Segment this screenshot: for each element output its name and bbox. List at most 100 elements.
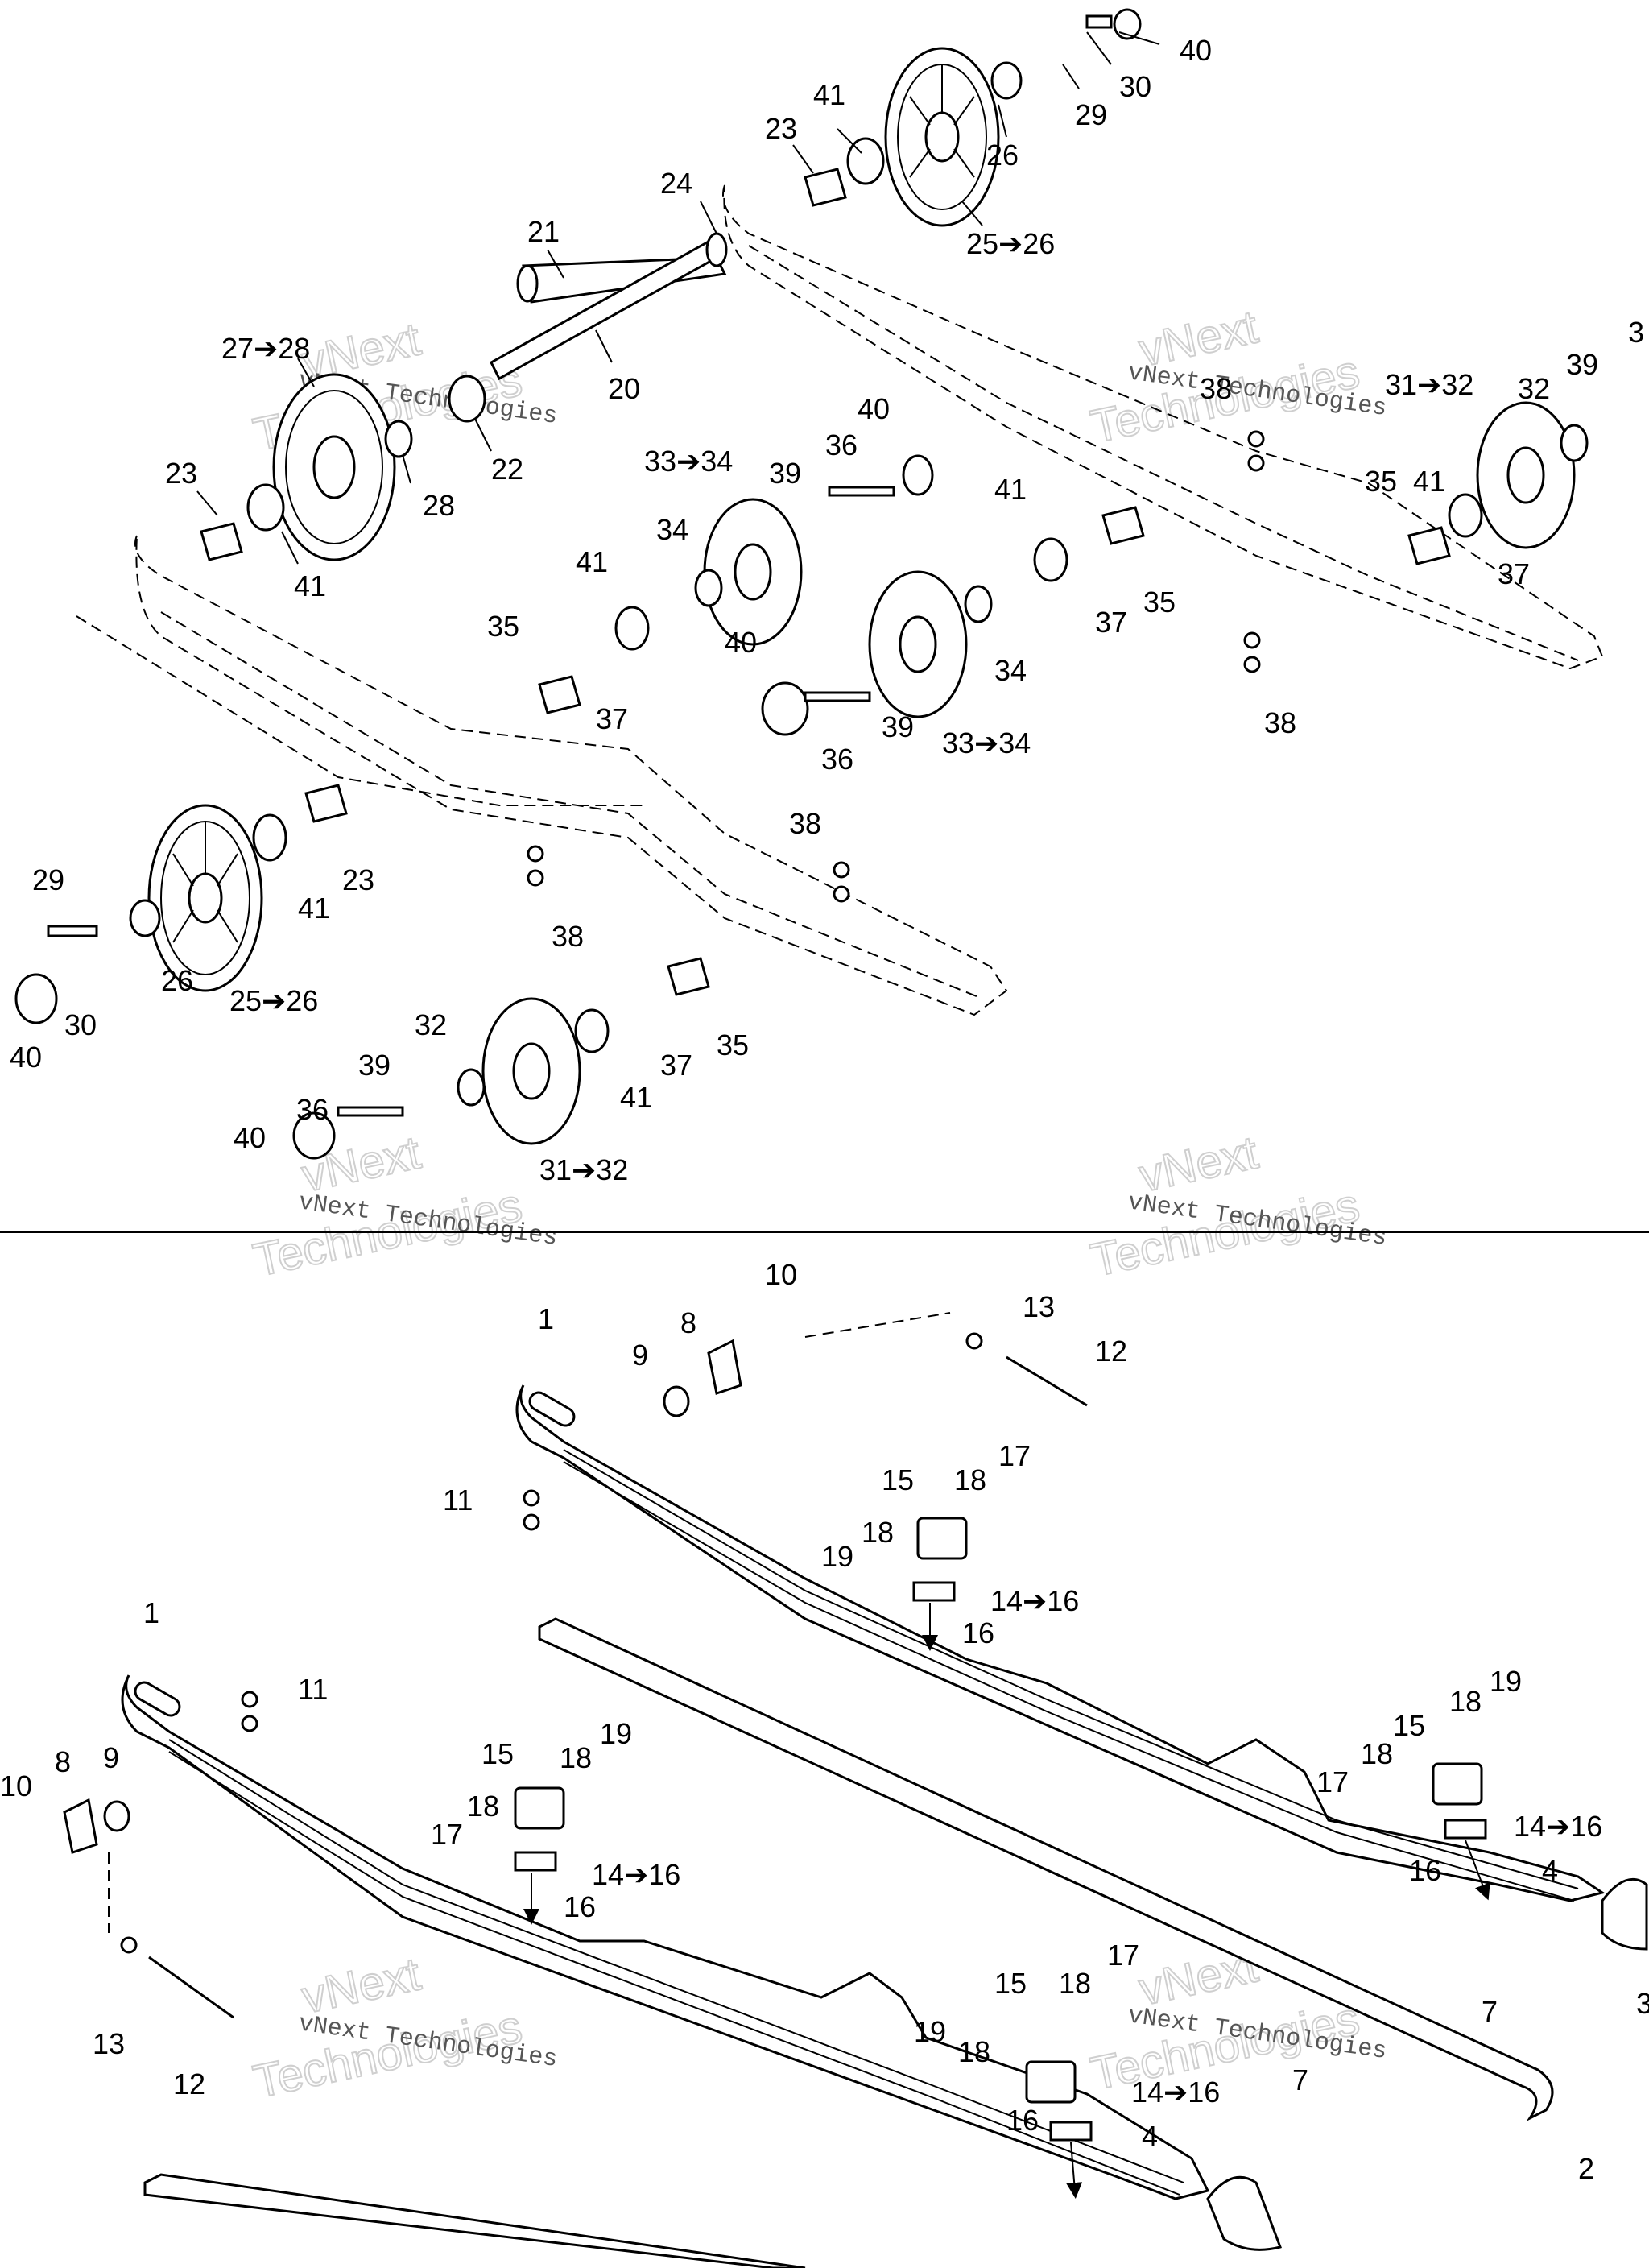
idler-wheels [481,401,1576,1145]
small-parts [14,8,1589,1160]
callout-18: 18 [560,1741,592,1774]
callout-10: 10 [765,1258,797,1291]
callout-18: 18 [1361,1737,1393,1770]
callout-12: 12 [1095,1335,1127,1368]
callout-39: 39 [882,710,914,743]
callout-33-34: 33➔34 [942,726,1031,759]
callout-16: 16 [564,1890,596,1923]
callout-32: 32 [1518,372,1550,405]
callout-3: 3 [1636,1987,1649,2020]
callout-21: 21 [527,215,560,248]
callout-7: 7 [1292,2063,1308,2096]
callout-18: 18 [954,1463,986,1496]
callout-24: 24 [660,167,692,200]
callout-14-16: 14➔16 [990,1584,1079,1617]
callout-3: 3 [1628,316,1644,349]
callout-36: 36 [825,428,858,461]
callout-9: 9 [103,1741,119,1774]
callout-40: 40 [725,626,757,659]
callout-35: 35 [487,610,519,643]
callout-15: 15 [994,1967,1027,2000]
callout-13: 13 [93,2027,125,2060]
callout-38: 38 [1264,706,1296,739]
watermark-brand: vNext [1134,1126,1263,1202]
wear-strips [143,1617,1554,2268]
wheel-bottom-left [147,804,263,992]
callout-37: 37 [1095,606,1127,639]
callout-19: 19 [1490,1665,1522,1698]
callouts-bottom: 10 13 12 1 8 9 11 15 18 17 18 19 14➔16 1… [0,1258,1649,2185]
callout-7: 7 [1482,1995,1498,2028]
right-rail-inner [748,245,1579,661]
callout-36: 36 [821,743,853,776]
callout-19: 19 [821,1540,853,1573]
callout-31-32: 31➔32 [1385,368,1473,401]
callout-35: 35 [1143,586,1176,619]
callout-34: 34 [656,513,688,546]
callout-23: 23 [765,112,797,145]
callout-41: 41 [1413,465,1445,498]
callout-41: 41 [620,1081,652,1114]
callout-37: 37 [596,702,628,735]
callout-41: 41 [994,473,1027,506]
callout-23: 23 [342,863,374,896]
right-rail-outline [722,184,1604,670]
callout-26: 26 [986,139,1019,172]
callout-40: 40 [858,392,890,425]
callout-18: 18 [958,2035,990,2068]
callout-16: 16 [1006,2104,1039,2137]
callout-36: 36 [296,1093,329,1126]
callout-41: 41 [576,545,608,578]
callout-20: 20 [608,372,640,405]
callout-35: 35 [717,1028,749,1062]
callout-39: 39 [358,1049,391,1082]
left-rail-inner [160,611,983,999]
callout-35: 35 [1365,465,1397,498]
callout-9: 9 [632,1339,648,1372]
callout-14-16: 14➔16 [1514,1810,1602,1843]
callout-15: 15 [882,1463,914,1496]
callout-40: 40 [1180,34,1212,67]
callout-18: 18 [467,1790,499,1823]
callout-17: 17 [998,1439,1031,1472]
callout-28: 28 [423,489,455,522]
shaft-21-end [516,264,539,303]
bottom-rail-lower [121,1674,1210,2200]
callout-39: 39 [1566,348,1598,381]
callout-37: 37 [660,1049,692,1082]
callout-38: 38 [789,807,821,840]
callout-18: 18 [1059,1967,1091,2000]
callout-17: 17 [1316,1765,1349,1798]
callout-41: 41 [294,569,326,602]
callout-17: 17 [431,1818,463,1851]
spacer-24 [705,232,728,267]
callout-18: 18 [862,1516,894,1549]
callout-16: 16 [1409,1854,1441,1887]
callout-14-16: 14➔16 [1131,2076,1220,2109]
callout-4: 4 [1142,2120,1158,2153]
callout-18: 18 [1449,1685,1482,1718]
axle-assembly [448,232,728,423]
callout-33-34: 33➔34 [644,445,733,478]
callout-29: 29 [1075,98,1107,131]
callout-8: 8 [680,1306,696,1339]
callout-34: 34 [994,654,1027,687]
callout-41: 41 [813,78,845,111]
callout-16: 16 [962,1616,994,1649]
bottom-leaders [108,1312,1490,2199]
callout-15: 15 [1393,1709,1425,1742]
top-rails [76,184,1604,1016]
watermarks: vNext Technologies vNext Technologies vN… [248,300,1388,2109]
callout-30: 30 [1119,70,1151,103]
bottom-rail-upper [515,1384,1606,1902]
callout-19: 19 [914,2015,946,2048]
callout-11: 11 [443,1484,473,1517]
callout-40: 40 [10,1041,42,1074]
callout-13: 13 [1023,1290,1055,1323]
callout-25-26: 25➔26 [966,227,1055,260]
callout-8: 8 [55,1745,71,1778]
wheel-mid-left-27-28 [272,373,396,561]
callout-39: 39 [769,457,801,490]
callout-29: 29 [32,863,64,896]
